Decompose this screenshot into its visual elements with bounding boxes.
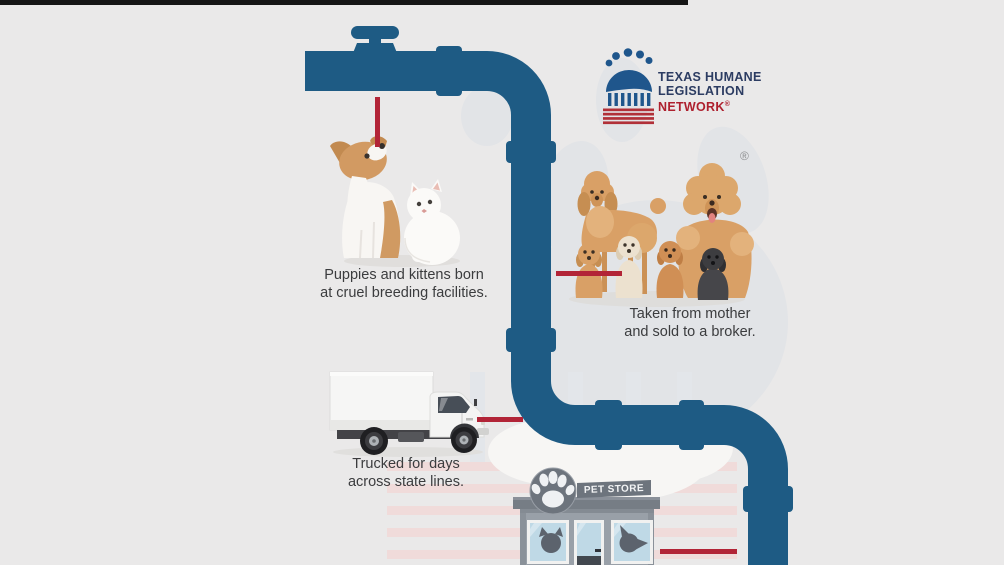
poodle-puppies-row — [575, 236, 729, 300]
video-top-bar — [0, 0, 688, 5]
caption-line: Puppies and kittens born — [324, 267, 484, 283]
puppy-cream — [615, 236, 643, 298]
caption-line: Taken from mother — [629, 306, 751, 322]
box-truck-photo — [329, 371, 489, 457]
store-paw-icon — [531, 471, 575, 508]
valve-icon — [351, 26, 399, 53]
connector-line-store — [660, 549, 737, 554]
store-window-left — [527, 520, 569, 564]
thln-logo: TEXAS HUMANE LEGISLATION NETWORK® — [602, 48, 762, 128]
caption-line: and sold to a broker. — [624, 324, 756, 340]
kitten-illustration — [404, 179, 460, 265]
puppy-kitten-photo — [330, 136, 460, 267]
pipe-path — [305, 51, 788, 565]
connector-line-truck — [477, 417, 523, 422]
truck-illustration — [329, 371, 489, 455]
logo-line-3: NETWORK® — [658, 98, 762, 114]
connector-line-broker — [556, 271, 622, 276]
caption-line: Trucked for days — [352, 456, 460, 472]
registered-mark: ® — [724, 101, 731, 108]
logo-network-text: NETWORK — [658, 100, 725, 115]
caption-breeding: Puppies and kittens born at cruel breedi… — [299, 266, 509, 302]
pipe-flanges — [436, 46, 793, 512]
poodle-family-photo — [569, 163, 754, 307]
caption-broker: Taken from mother and sold to a broker. — [585, 305, 795, 341]
puppy-apricot-2 — [656, 241, 684, 298]
logo-line-1: TEXAS HUMANE — [658, 70, 762, 84]
poodle-registered-mark: ® — [740, 149, 749, 163]
puppy-black — [697, 248, 729, 300]
pet-store-building: PET STORE — [513, 467, 660, 565]
store-window-right — [611, 520, 653, 564]
store-sign-band — [577, 480, 651, 498]
storefront: PET STORE — [513, 467, 660, 565]
caption-line: across state lines. — [347, 474, 465, 490]
store-door — [574, 520, 604, 565]
store-sign-text: PET STORE — [584, 483, 644, 496]
caption-trucked: Trucked for days across state lines. — [301, 455, 511, 491]
puppy-illustration — [330, 136, 401, 259]
cat-silhouette-icon — [539, 527, 563, 553]
connector-line-breeding — [375, 97, 380, 147]
thln-paw-cage-icon — [603, 48, 654, 125]
logo-line-2: LEGISLATION — [658, 84, 745, 98]
caption-line: at cruel breeding facilities. — [320, 285, 488, 301]
dog-silhouette-icon — [619, 525, 648, 553]
thln-logo-text: TEXAS HUMANE LEGISLATION NETWORK® — [658, 70, 762, 114]
